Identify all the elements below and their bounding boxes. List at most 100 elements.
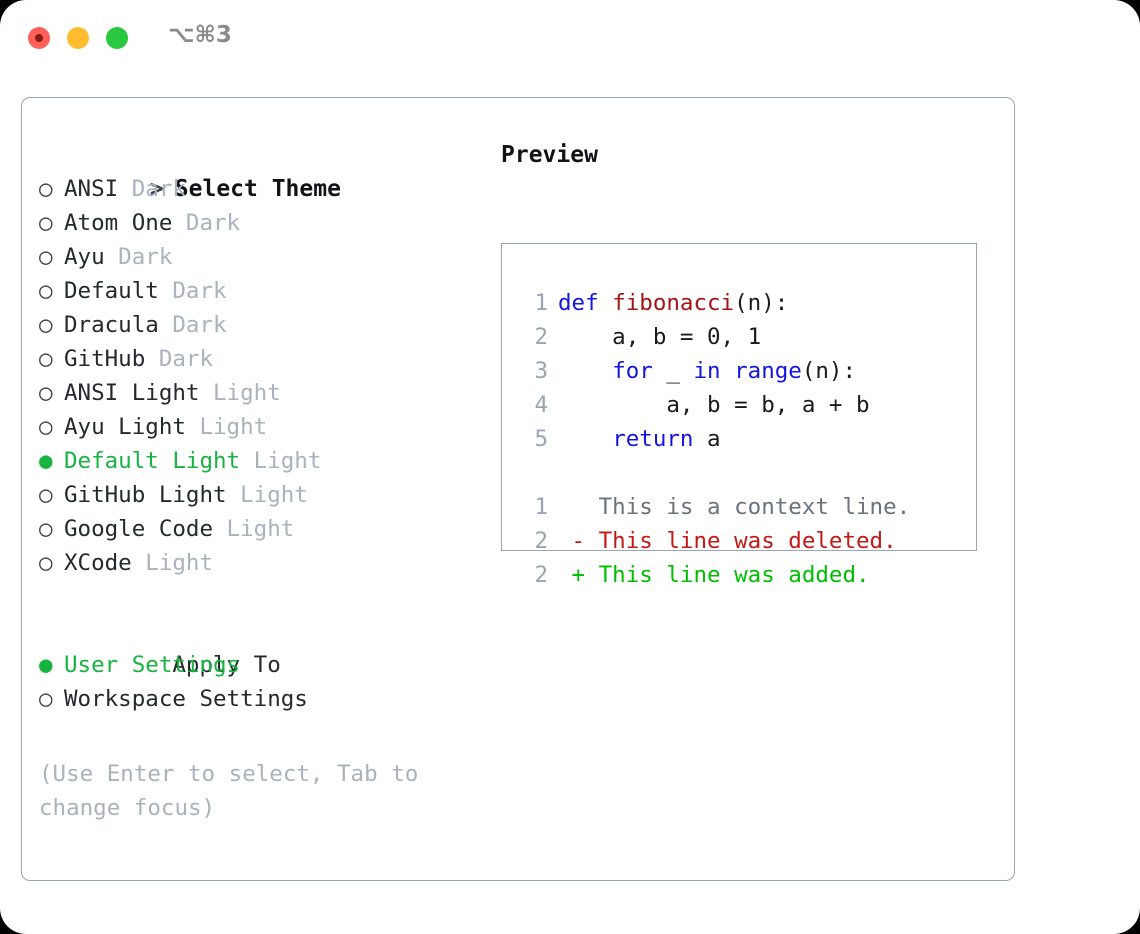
theme-name: Ayu xyxy=(64,244,105,270)
theme-kind-badge: Light xyxy=(185,414,268,440)
theme-list-item[interactable]: ● Default Light Light xyxy=(39,444,469,478)
tui-panel: >Select Theme ○ANSI Dark○Atom One Dark○A… xyxy=(21,97,1015,881)
code-line: 4 a, b = b, a + b xyxy=(514,388,970,422)
title-bar: ⌥⌘3 xyxy=(0,0,1140,76)
radio-unselected-icon[interactable]: ○ xyxy=(39,176,53,202)
radio-unselected-icon[interactable]: ○ xyxy=(39,550,53,576)
diff-sample: 1 This is a context line.2 - This line w… xyxy=(514,490,970,592)
theme-list-item[interactable]: ○ Ayu Light Light xyxy=(39,410,469,444)
radio-unselected-icon[interactable]: ○ xyxy=(39,244,53,270)
theme-list-item[interactable]: ○ ANSI Light Light xyxy=(39,376,469,410)
code-line: 2 a, b = 0, 1 xyxy=(514,320,970,354)
apply-to-item-label: User Settings xyxy=(64,652,241,678)
radio-unselected-icon[interactable]: ○ xyxy=(39,686,53,712)
line-number: 4 xyxy=(534,392,548,418)
radio-unselected-icon[interactable]: ○ xyxy=(39,346,53,372)
line-number: 5 xyxy=(534,426,548,452)
theme-list-item[interactable]: ○ GitHub Dark xyxy=(39,342,469,376)
code-token: This is a context line. xyxy=(558,494,911,520)
theme-kind-badge: Light xyxy=(131,550,214,576)
code-token: - This line was deleted. xyxy=(558,528,897,554)
radio-selected-icon[interactable]: ● xyxy=(39,652,53,678)
radio-unselected-icon[interactable]: ○ xyxy=(39,312,53,338)
theme-kind-badge: Dark xyxy=(104,244,173,270)
code-token: for xyxy=(612,358,653,384)
window-title: ⌥⌘3 xyxy=(168,22,232,48)
theme-list-item[interactable]: ○ Atom One Dark xyxy=(39,206,469,240)
theme-list-item[interactable]: ○ XCode Light xyxy=(39,546,469,580)
code-token: _ xyxy=(652,358,694,384)
theme-kind-badge: Dark xyxy=(118,176,186,202)
theme-kind-badge: Dark xyxy=(158,312,227,338)
code-spacer xyxy=(514,456,970,490)
theme-kind-badge: Light xyxy=(213,516,295,542)
code-token: fibonacci xyxy=(612,290,735,316)
theme-list-item[interactable]: ○ANSI Dark xyxy=(39,172,469,206)
theme-picker-column: >Select Theme ○ANSI Dark○Atom One Dark○A… xyxy=(39,138,469,716)
code-token: a xyxy=(693,426,721,452)
radio-unselected-icon[interactable]: ○ xyxy=(39,516,53,542)
theme-kind-badge: Dark xyxy=(145,346,214,372)
radio-unselected-icon[interactable]: ○ xyxy=(39,210,53,236)
theme-list-item[interactable]: ○Google Code Light xyxy=(39,512,469,546)
prompt-caret-icon: > xyxy=(149,176,164,202)
theme-picker-header-label: Select Theme xyxy=(174,176,341,202)
maximize-window-button[interactable] xyxy=(106,27,128,49)
diff-line: 1 This is a context line. xyxy=(514,490,970,524)
apply-to-label: Apply To xyxy=(39,614,469,678)
code-token: a, b = b, a + b xyxy=(558,392,870,418)
close-window-button[interactable] xyxy=(28,27,50,49)
apply-to-item[interactable]: ● User Settings xyxy=(39,648,469,682)
code-token xyxy=(558,426,612,452)
theme-kind-badge: Dark xyxy=(172,210,241,236)
apply-to-item-label: Workspace Settings xyxy=(64,686,308,712)
theme-name: GitHub xyxy=(64,346,146,372)
line-number: 1 xyxy=(534,290,548,316)
apply-to-list: ● User Settings ○ Workspace Settings xyxy=(39,648,469,716)
code-token: return xyxy=(612,426,694,452)
code-token: def xyxy=(558,290,613,316)
line-number: 2 xyxy=(534,324,548,350)
line-number: 2 xyxy=(534,562,548,588)
theme-name: Ayu Light xyxy=(64,414,186,440)
radio-unselected-icon[interactable]: ○ xyxy=(39,482,53,508)
diff-line: 2 + This line was added. xyxy=(514,558,970,592)
theme-name: Atom One xyxy=(64,210,173,236)
radio-unselected-icon[interactable]: ○ xyxy=(39,414,53,440)
keyboard-hint: (Use Enter to select, Tab to change focu… xyxy=(39,761,432,821)
diff-line: 2 - This line was deleted. xyxy=(514,524,970,558)
line-number: 2 xyxy=(534,528,548,554)
theme-name: Default Light xyxy=(64,448,241,474)
theme-kind-badge: Light xyxy=(226,482,308,508)
code-line: 1 def fibonacci(n): xyxy=(514,286,970,320)
code-line: 5 return a xyxy=(514,422,970,456)
code-token: a, b = 0, 1 xyxy=(558,324,762,350)
theme-name: GitHub Light xyxy=(64,482,227,508)
apply-to-item[interactable]: ○ Workspace Settings xyxy=(39,682,469,716)
radio-unselected-icon[interactable]: ○ xyxy=(39,380,53,406)
theme-name: Dracula xyxy=(64,312,159,338)
theme-list-item[interactable]: ○ Ayu Dark xyxy=(39,240,469,274)
theme-list: ○ANSI Dark○Atom One Dark○Ayu Dark○Defaul… xyxy=(39,172,469,580)
line-number: 1 xyxy=(534,494,548,520)
theme-list-item[interactable]: ○ GitHub Light Light xyxy=(39,478,469,512)
theme-name: XCode xyxy=(64,550,132,576)
theme-picker-header: > Select Theme xyxy=(39,138,469,202)
theme-list-item[interactable]: ○Default Dark xyxy=(39,274,469,308)
minimize-window-button[interactable] xyxy=(67,27,89,49)
theme-kind-badge: Dark xyxy=(158,278,227,304)
theme-kind-badge: Light xyxy=(199,380,281,406)
theme-name: ANSI Light xyxy=(64,380,200,406)
theme-kind-badge: Light xyxy=(240,448,322,474)
theme-list-item[interactable]: ○ Dracula Dark xyxy=(39,308,469,342)
code-token: in range xyxy=(693,358,802,384)
radio-unselected-icon[interactable]: ○ xyxy=(39,278,53,304)
code-token: (n): xyxy=(734,290,789,316)
radio-selected-icon[interactable]: ● xyxy=(39,448,53,474)
apply-to-label-text: Apply To xyxy=(172,652,281,678)
